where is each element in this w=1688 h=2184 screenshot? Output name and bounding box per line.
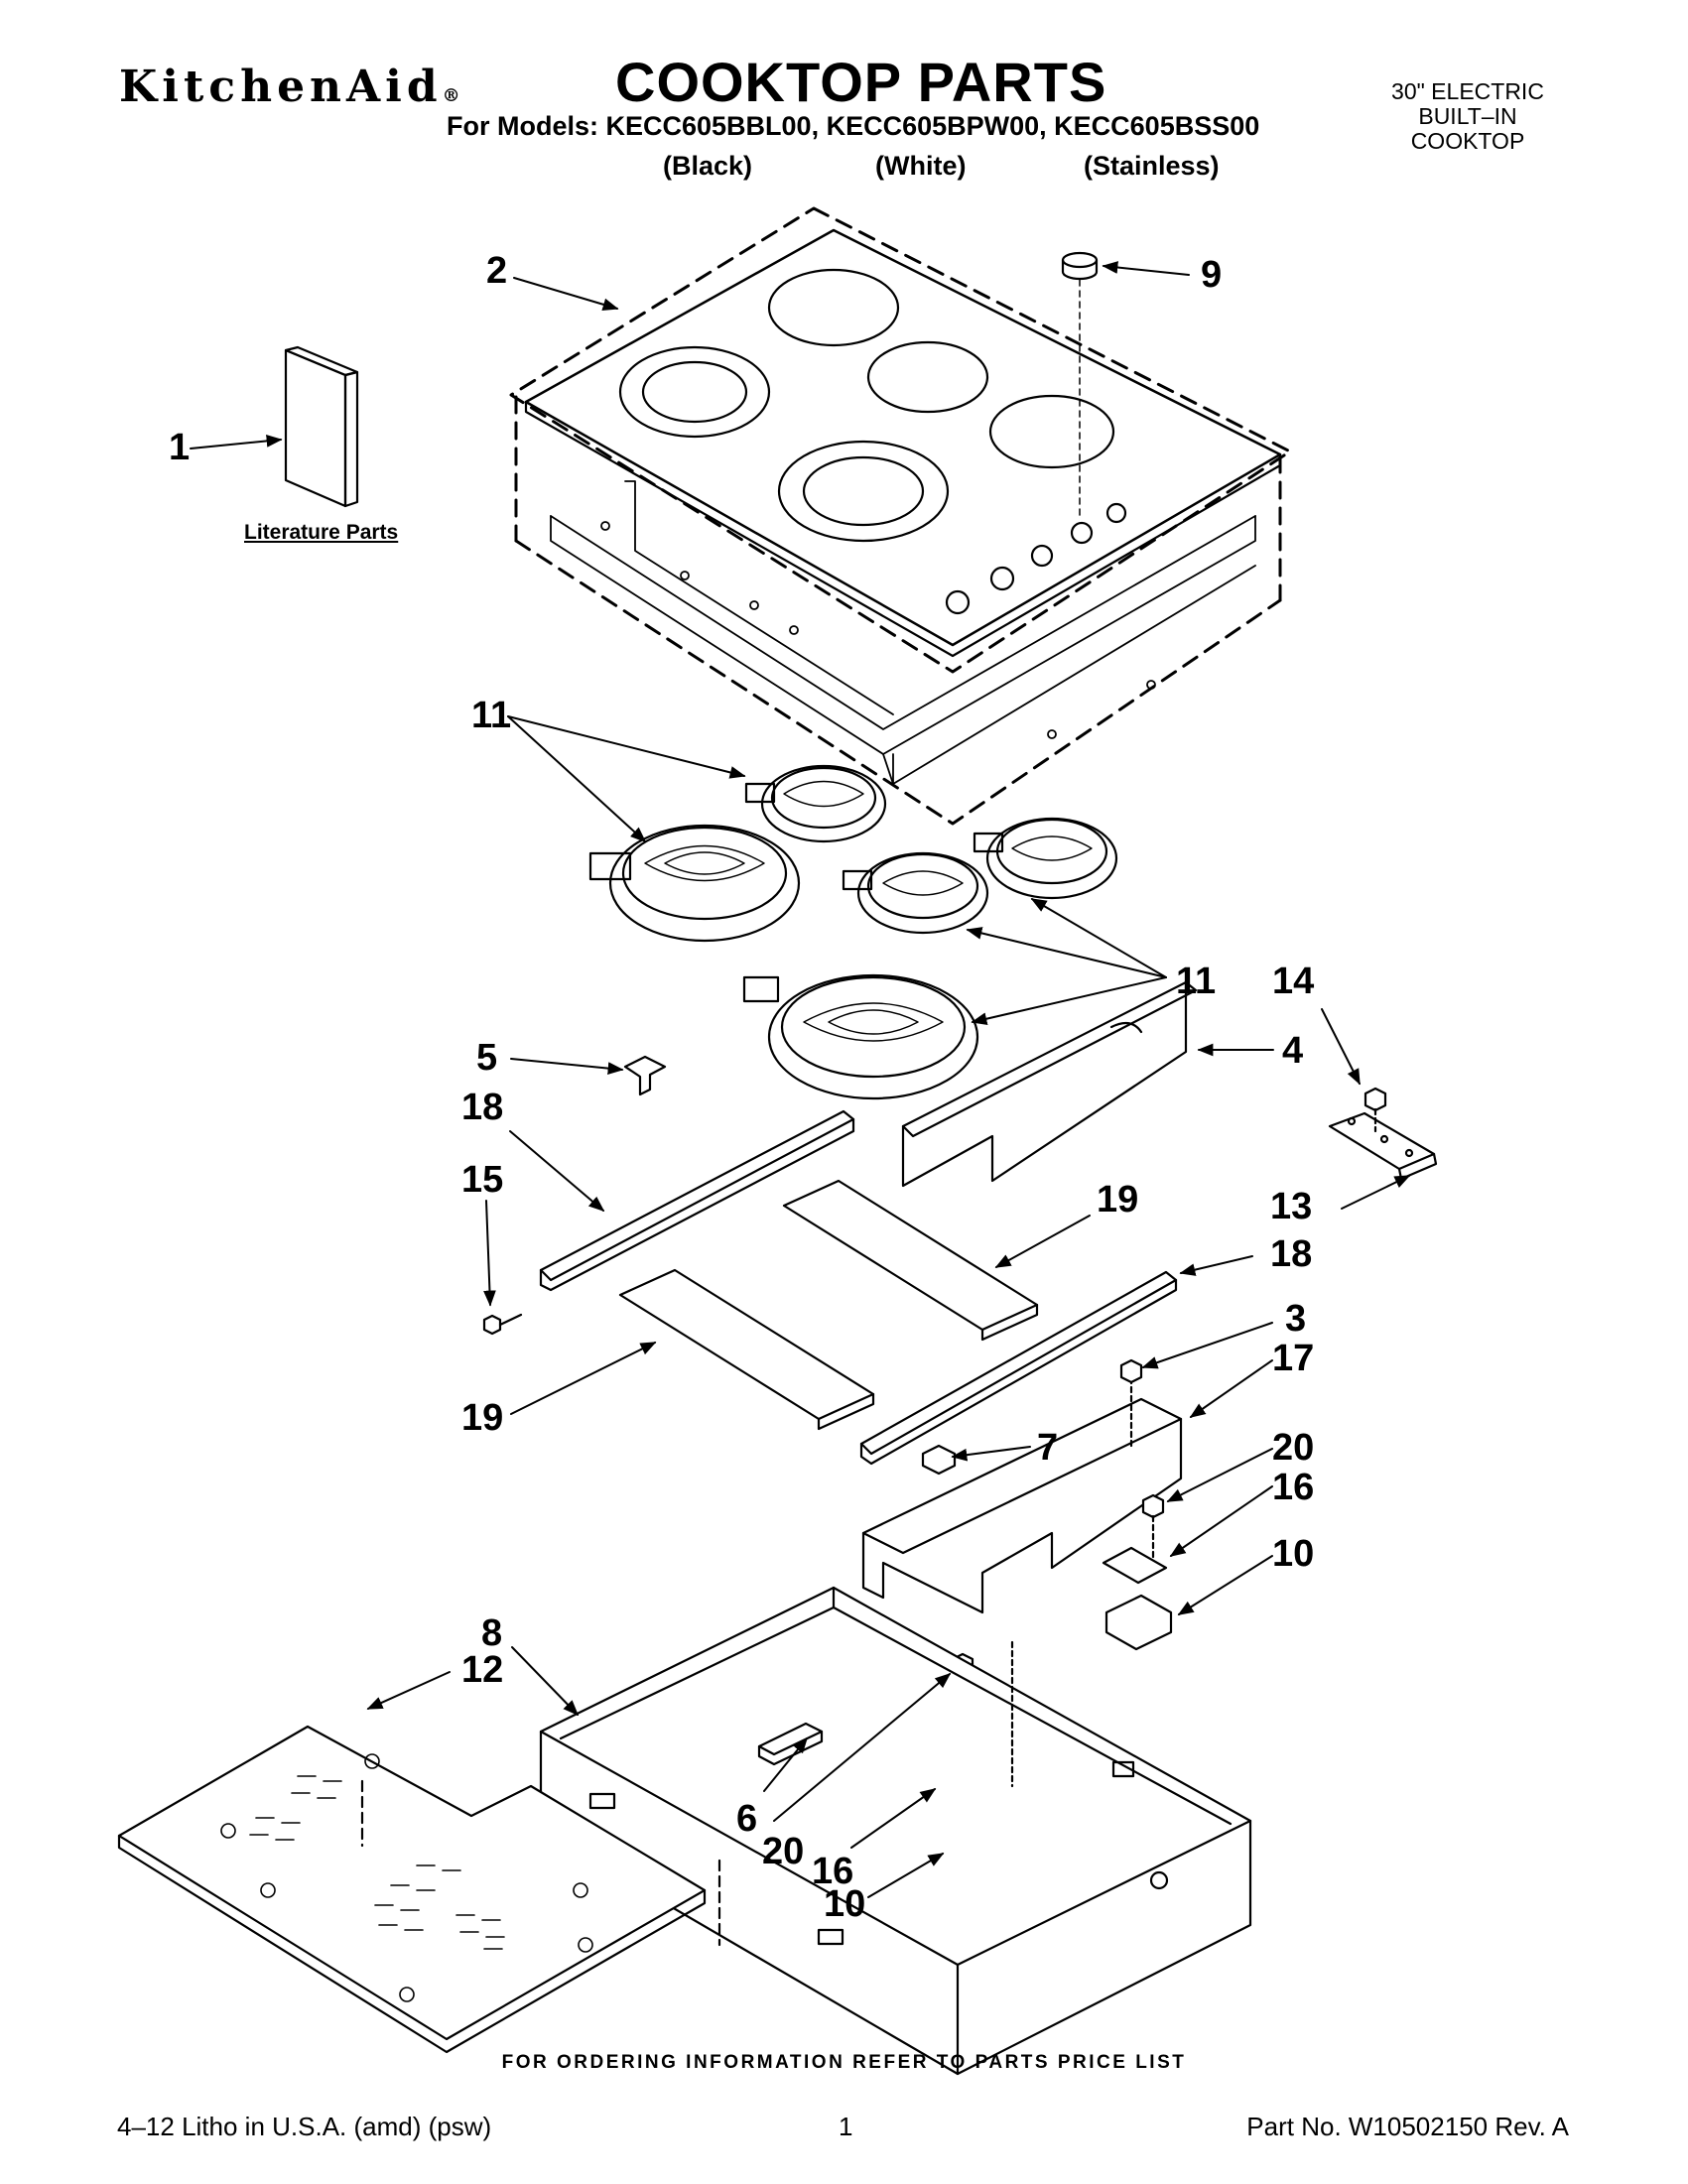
ordering-note: FOR ORDERING INFORMATION REFER TO PARTS …	[501, 2052, 1187, 2073]
page-number: 1	[839, 2112, 853, 2141]
litho-info: 4–12 Litho in U.S.A. (amd) (psw)	[117, 2112, 492, 2141]
element-support	[618, 1179, 1039, 1431]
callout-20: 20	[1272, 1427, 1315, 1469]
screw	[482, 1313, 523, 1336]
control-bracket	[861, 1358, 1183, 1614]
models-line: For Models: KECC605BBL00, KECC605BPW00, …	[447, 111, 1260, 141]
variant-white: (White)	[875, 151, 967, 181]
callout-3: 3	[1285, 1298, 1307, 1340]
callout-12: 12	[461, 1649, 504, 1691]
callout-7: 7	[1037, 1427, 1059, 1469]
callout-1: 1	[169, 427, 191, 468]
callout-9: 9	[1201, 254, 1223, 296]
callout-16: 16	[1272, 1467, 1315, 1508]
product-type-line: COOKTOP	[1410, 128, 1525, 154]
callout-18: 18	[1270, 1233, 1313, 1275]
callout-11: 11	[1176, 961, 1217, 1002]
shield	[901, 980, 1198, 1188]
terminal-block	[757, 1722, 824, 1766]
callout-10: 10	[1272, 1533, 1315, 1575]
product-type: 30" ELECTRIC BUILT–IN COOKTOP	[1368, 79, 1567, 154]
control-knob	[1061, 251, 1099, 517]
callout-2: 2	[486, 250, 508, 292]
bracket	[1328, 1087, 1438, 1181]
bottom-cover	[117, 1725, 721, 2054]
variant-stainless: (Stainless)	[1084, 151, 1220, 181]
callout-19: 19	[1097, 1179, 1139, 1220]
literature-parts-label: Literature Parts	[244, 521, 399, 544]
callout-18: 18	[461, 1087, 504, 1128]
leader-lines	[190, 261, 1411, 1898]
callout-16: 16	[812, 1851, 854, 1892]
page-title: COOKTOP PARTS	[615, 51, 1107, 113]
part-number: Part No. W10502150 Rev. A	[1246, 2112, 1569, 2141]
kitchenaid-logo: KitchenAid®	[119, 62, 460, 112]
callout-13: 13	[1270, 1186, 1313, 1227]
variant-black: (Black)	[663, 151, 753, 181]
callout-15: 15	[461, 1159, 504, 1201]
callout-17: 17	[1272, 1338, 1315, 1379]
callout-11: 11	[471, 695, 512, 736]
surface-elements	[588, 764, 1118, 1100]
callout-19: 19	[461, 1397, 504, 1439]
literature-booklet	[284, 345, 359, 508]
glass-cooktop	[509, 206, 1292, 826]
callout-20: 20	[762, 1831, 805, 1872]
product-type-line: BUILT–IN	[1418, 103, 1517, 129]
callout-8: 8	[481, 1612, 503, 1654]
callout-14: 14	[1272, 961, 1315, 1002]
callout-5: 5	[476, 1037, 498, 1079]
callout-4: 4	[1282, 1030, 1304, 1072]
rail-bracket	[539, 1109, 1178, 1466]
clip	[623, 1055, 667, 1096]
callout-6: 6	[736, 1798, 758, 1840]
cooktop-frame	[550, 480, 1256, 785]
cooktop-box	[539, 1586, 1252, 2076]
product-type-line: 30" ELECTRIC	[1391, 78, 1544, 104]
callout-10: 10	[824, 1883, 866, 1925]
